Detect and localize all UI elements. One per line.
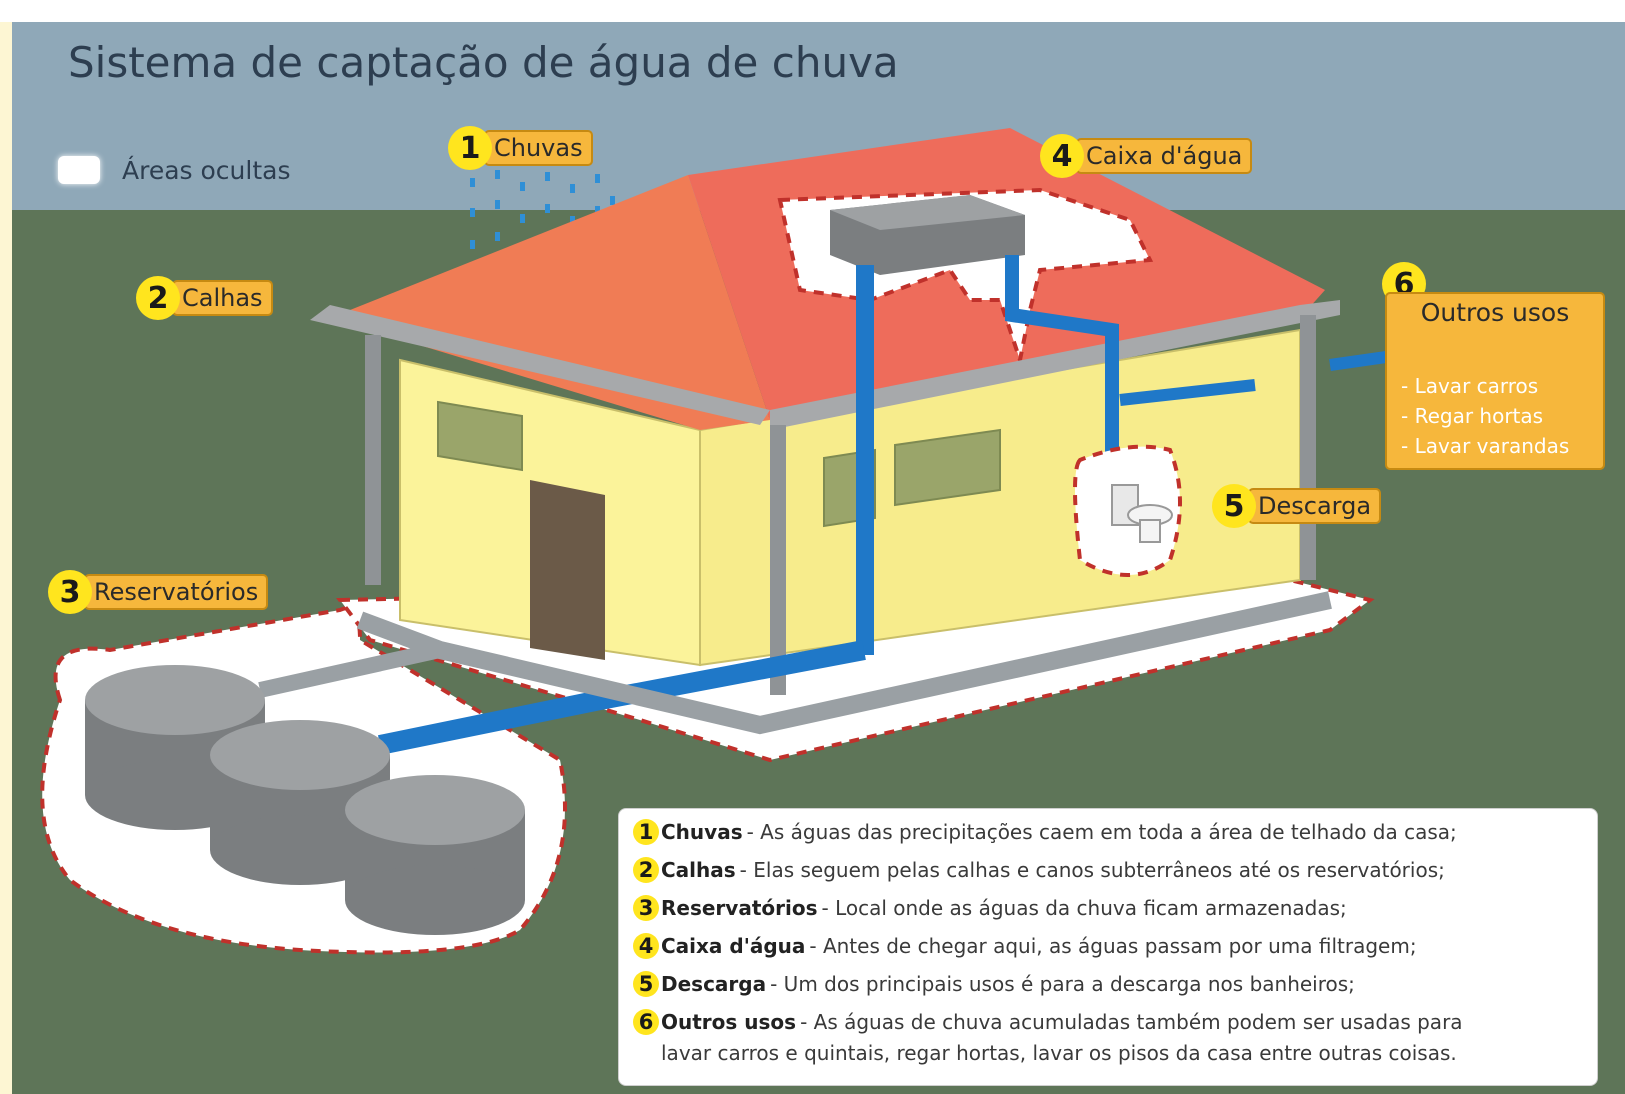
description-row: 6 Outros usos - As águas de chuva acumul… xyxy=(633,1009,1463,1035)
description-panel: 1 Chuvas - As águas das precipitações ca… xyxy=(618,808,1598,1086)
callout-caixa: 4 Caixa d'água xyxy=(1040,134,1253,178)
window xyxy=(894,428,1001,507)
desc-term: Calhas xyxy=(661,858,736,882)
desc-text: - Um dos principais usos é para a descar… xyxy=(770,972,1355,996)
badge-2: 2 xyxy=(136,276,180,320)
callout-label: Descarga xyxy=(1248,488,1382,524)
desc-term: Reservatórios xyxy=(661,896,818,920)
callout-label: Reservatórios xyxy=(84,574,269,610)
description-continuation: lavar carros e quintais, regar hortas, l… xyxy=(661,1041,1457,1065)
description-row: 5 Descarga - Um dos principais usos é pa… xyxy=(633,971,1355,997)
callout-descarga: 5 Descarga xyxy=(1212,484,1382,528)
desc-badge: 2 xyxy=(633,857,659,883)
callout-chuvas: 1 Chuvas xyxy=(448,126,593,170)
window xyxy=(437,400,523,472)
outros-usos-item: - Lavar carros xyxy=(1401,374,1539,398)
callout-calhas: 2 Calhas xyxy=(136,276,273,320)
legend-label: Áreas ocultas xyxy=(122,156,291,185)
blue-pipe xyxy=(377,640,866,755)
toilet-icon xyxy=(1111,484,1173,543)
desc-text: - Local onde as águas da chuva ficam arm… xyxy=(821,896,1347,920)
desc-badge: 3 xyxy=(633,895,659,921)
gutter xyxy=(310,305,770,425)
desc-term: Descarga xyxy=(661,972,767,996)
callout-label: Calhas xyxy=(172,280,273,316)
gutter xyxy=(770,300,1340,430)
description-row: 1 Chuvas - As águas das precipitações ca… xyxy=(633,819,1457,845)
callout-label: Chuvas xyxy=(484,130,593,166)
desc-text: - As águas das precipitações caem em tod… xyxy=(746,820,1457,844)
desc-term: Caixa d'água xyxy=(661,934,806,958)
desc-text: - Elas seguem pelas calhas e canos subte… xyxy=(739,858,1445,882)
blue-pipe xyxy=(1005,255,1119,490)
gray-pipe xyxy=(356,591,1332,735)
reservoir-tank xyxy=(345,775,525,935)
badge-1: 1 xyxy=(448,126,492,170)
desc-badge: 6 xyxy=(633,1009,659,1035)
badge-3: 3 xyxy=(48,570,92,614)
blue-pipe xyxy=(856,265,874,655)
downspout xyxy=(1300,315,1316,580)
description-row: 3 Reservatórios - Local onde as águas da… xyxy=(633,895,1347,921)
blue-pipe xyxy=(1119,379,1256,406)
outros-usos-item: - Regar hortas xyxy=(1401,404,1544,428)
desc-text: - As águas de chuva acumuladas também po… xyxy=(800,1010,1463,1034)
hidden-area-swatch xyxy=(58,156,100,184)
description-row: 2 Calhas - Elas seguem pelas calhas e ca… xyxy=(633,857,1445,883)
downspout xyxy=(770,425,786,695)
gray-pipe xyxy=(258,642,442,698)
outros-usos-title: Outros usos xyxy=(1420,298,1570,327)
roof-front xyxy=(330,175,770,430)
diagram-title: Sistema de captação de água de chuva xyxy=(68,38,899,87)
callout-reservatorios: 3 Reservatórios xyxy=(48,570,269,614)
desc-term: Outros usos xyxy=(661,1010,797,1034)
desc-term: Chuvas xyxy=(661,820,743,844)
desc-badge: 4 xyxy=(633,933,659,959)
desc-badge: 1 xyxy=(633,819,659,845)
door xyxy=(530,480,605,660)
downspout xyxy=(365,335,381,585)
callout-label: Caixa d'água xyxy=(1076,138,1253,174)
badge-5: 5 xyxy=(1212,484,1256,528)
desc-badge: 5 xyxy=(633,971,659,997)
desc-text: - Antes de chegar aqui, as águas passam … xyxy=(809,934,1417,958)
badge-4: 4 xyxy=(1040,134,1084,178)
outros-usos-box: Outros usos - Lavar carros - Regar horta… xyxy=(1385,292,1605,470)
outros-usos-item: - Lavar varandas xyxy=(1401,434,1570,458)
description-row: 4 Caixa d'água - Antes de chegar aqui, a… xyxy=(633,933,1417,959)
